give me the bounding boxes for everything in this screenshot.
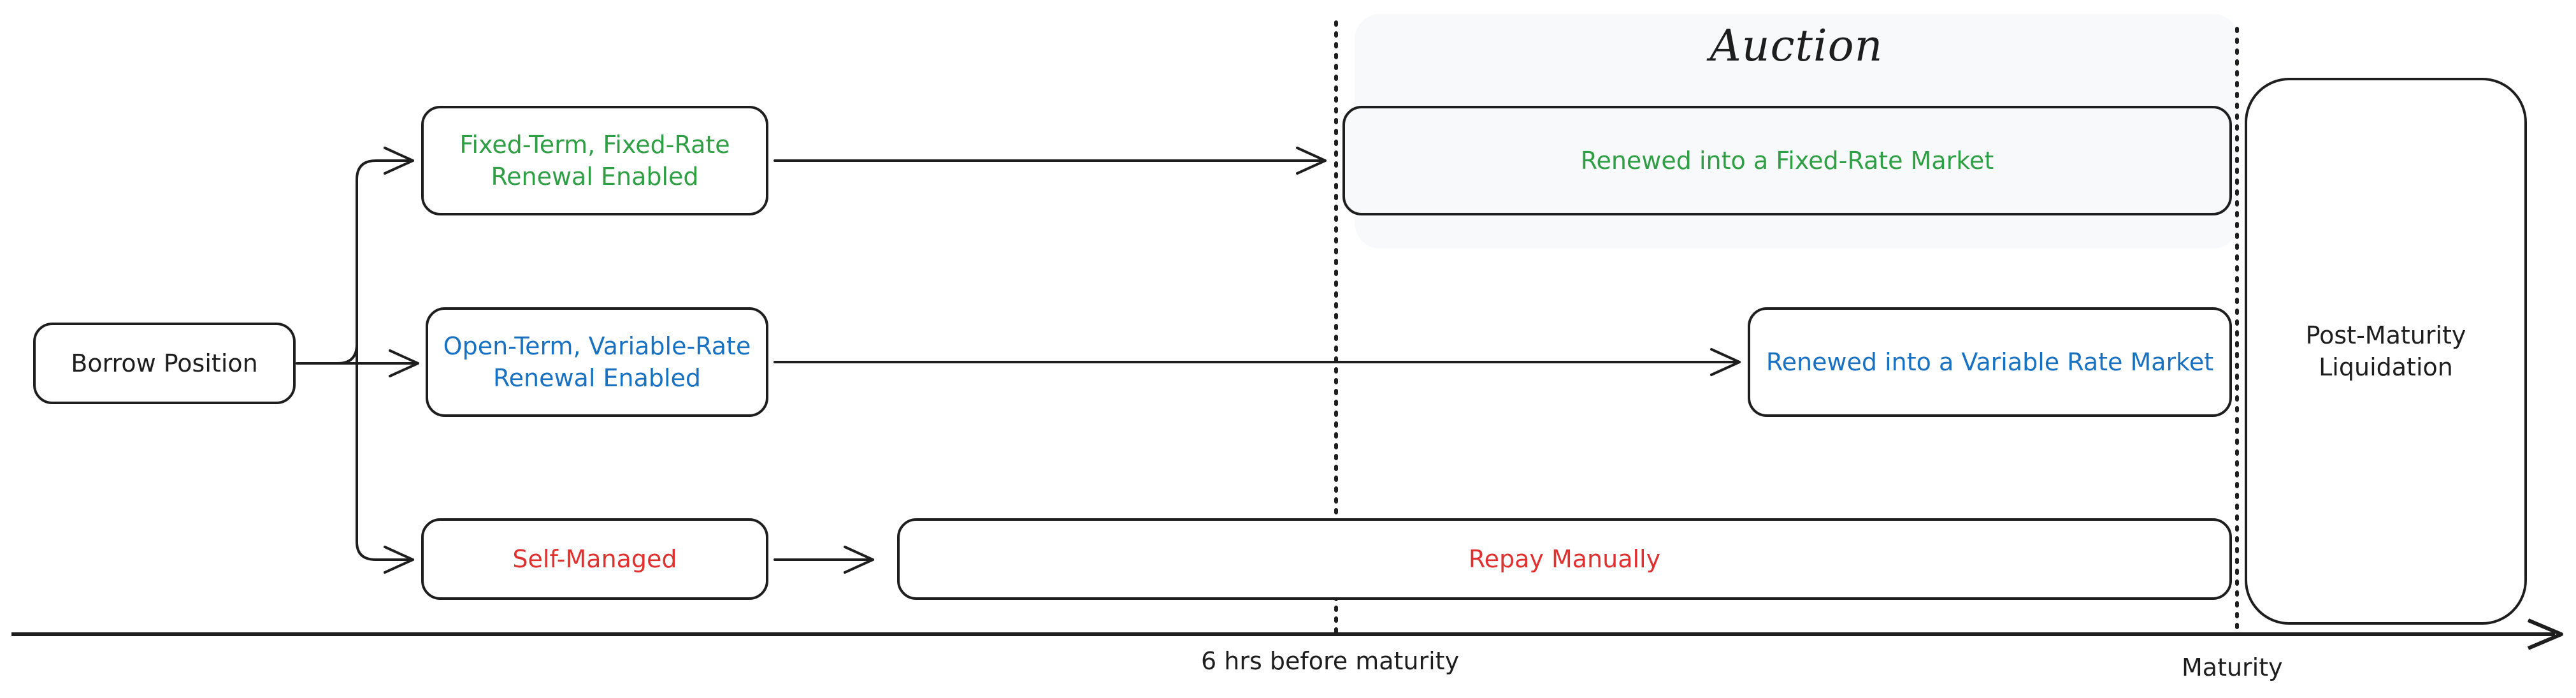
fixed-term-label-line1: Fixed-Term, Fixed-Rate [459, 131, 730, 159]
renewed-variable-node: Renewed into a Variable Rate Market [1748, 307, 2232, 417]
repay-manually-node: Repay Manually [897, 518, 2232, 600]
borrow-position-label: Borrow Position [71, 349, 258, 377]
post-maturity-label-line1: Post-Maturity [2305, 321, 2466, 349]
arrow-head [844, 546, 874, 574]
arrow-head [1296, 147, 1327, 175]
post-maturity-node: Post-Maturity Liquidation [2245, 78, 2527, 625]
branch-connector [356, 343, 414, 561]
renewed-variable-label: Renewed into a Variable Rate Market [1766, 348, 2214, 376]
auction-title: Auction [1709, 20, 1883, 71]
maturity-marker-label: Maturity [2182, 653, 2283, 681]
renewed-fixed-node: Renewed into a Fixed-Rate Market [1342, 106, 2232, 215]
open-term-node: Open-Term, Variable-Rate Renewal Enabled [426, 307, 768, 417]
branch-connector [296, 159, 414, 365]
timeline-arrowhead [2527, 618, 2563, 650]
arrow-head [389, 349, 419, 377]
arrow-head [384, 546, 414, 574]
fixed-term-node: Fixed-Term, Fixed-Rate Renewal Enabled [421, 106, 768, 215]
six-hours-marker-label: 6 hrs before maturity [1201, 647, 1460, 675]
borrow-position-node: Borrow Position [33, 323, 296, 404]
renewed-fixed-label: Renewed into a Fixed-Rate Market [1580, 147, 1994, 175]
open-term-label-line1: Open-Term, Variable-Rate [443, 332, 751, 360]
arrow-head [384, 147, 414, 175]
post-maturity-label-line2: Liquidation [2319, 353, 2453, 381]
open-term-label-line2: Renewal Enabled [493, 364, 702, 392]
self-managed-label: Self-Managed [512, 545, 677, 573]
repay-manually-label: Repay Manually [1468, 545, 1661, 573]
fixed-term-label-line2: Renewal Enabled [491, 163, 699, 191]
self-managed-node: Self-Managed [421, 518, 768, 600]
arrow-head [1710, 348, 1741, 376]
